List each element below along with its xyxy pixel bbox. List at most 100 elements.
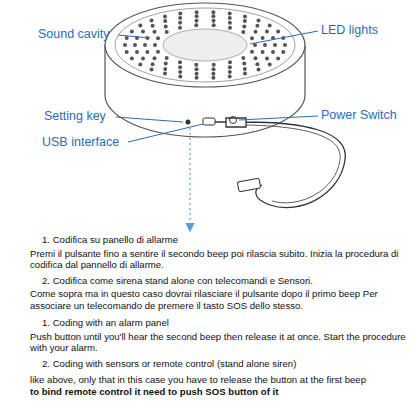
sound-hole	[265, 30, 269, 34]
sound-hole	[228, 21, 232, 25]
sound-hole	[271, 50, 275, 54]
sound-hole	[141, 57, 145, 61]
sound-hole	[163, 72, 167, 76]
sound-hole	[125, 36, 129, 40]
instruction-bold: to bind remote control it need to push S…	[30, 386, 414, 398]
sound-hole	[153, 30, 157, 34]
sound-hole	[195, 14, 199, 18]
sound-hole	[195, 72, 199, 76]
sound-holes	[123, 10, 287, 80]
sound-hole	[268, 62, 272, 66]
sound-hole	[123, 43, 127, 47]
section-heading: 2. Coding with sensors or remote control…	[42, 358, 414, 370]
sound-hole	[151, 24, 155, 28]
sound-hole	[135, 50, 139, 54]
sound-hole	[254, 30, 258, 34]
sound-hole	[153, 43, 157, 47]
sound-hole	[178, 21, 182, 25]
sound-hole	[125, 50, 129, 54]
sound-hole	[276, 56, 280, 60]
sound-hole	[138, 24, 142, 28]
sound-hole	[283, 43, 287, 47]
sound-hole	[153, 56, 157, 60]
callout-label: Power Switch	[321, 108, 397, 122]
sound-hole	[261, 36, 265, 40]
sound-hole	[268, 24, 272, 28]
sound-hole	[257, 19, 261, 23]
sound-hole	[255, 62, 259, 66]
sound-hole	[243, 14, 247, 18]
sound-hole	[178, 26, 182, 30]
sound-hole	[211, 14, 215, 18]
sound-hole	[243, 19, 247, 23]
sound-hole	[195, 76, 199, 80]
sound-hole	[228, 16, 232, 20]
sound-hole	[250, 36, 254, 40]
setting-key	[186, 120, 191, 125]
sound-hole	[242, 62, 246, 66]
sound-hole	[228, 74, 232, 78]
sound-hole	[228, 60, 232, 64]
sound-hole	[164, 25, 168, 29]
sound-hole	[242, 25, 246, 29]
sound-hole	[151, 62, 155, 66]
sound-hole	[156, 50, 160, 54]
sound-hole	[178, 70, 182, 74]
section-heading: 1. Coding with an alarm panel	[42, 317, 414, 329]
sound-hole	[281, 50, 285, 54]
sound-hole	[228, 12, 232, 16]
sound-hole	[250, 50, 254, 54]
sound-hole	[178, 16, 182, 20]
sound-hole	[276, 30, 280, 34]
sound-hole	[243, 72, 247, 76]
dotted-arrow	[189, 128, 190, 230]
sound-hole	[241, 30, 245, 34]
sound-hole	[163, 14, 167, 18]
sound-hole	[163, 67, 167, 71]
sound-hole	[165, 30, 169, 34]
sound-hole	[150, 19, 154, 23]
sound-hole	[130, 30, 134, 34]
usb-plug	[237, 178, 260, 192]
sound-hole	[261, 50, 265, 54]
instruction-text: Push button until you'll hear the second…	[30, 331, 414, 354]
usb-cable-inner	[246, 125, 340, 203]
sound-hole	[254, 56, 258, 60]
sound-hole	[163, 19, 167, 23]
sound-hole	[212, 19, 216, 23]
sound-hole	[228, 70, 232, 74]
sound-hole	[145, 50, 149, 54]
sound-hole	[150, 68, 154, 72]
callout-label: LED lights	[321, 23, 378, 37]
usb-port	[203, 118, 215, 125]
sound-hole	[165, 56, 169, 60]
sound-hole	[178, 65, 182, 69]
sound-hole	[156, 36, 160, 40]
sound-hole	[228, 65, 232, 69]
instruction-text: Come sopra ma in questo caso dovrai rila…	[30, 288, 414, 311]
led-disc	[163, 29, 247, 61]
callout-label: Setting key	[44, 109, 106, 123]
sound-hole	[133, 43, 137, 47]
sound-hole	[243, 67, 247, 71]
leader-lines	[116, 31, 318, 142]
sound-hole	[228, 26, 232, 30]
sound-hole	[178, 12, 182, 16]
sound-hole	[211, 76, 215, 80]
sound-hole	[164, 62, 168, 66]
sound-hole	[212, 67, 216, 71]
sound-hole	[138, 62, 142, 66]
sound-hole	[141, 30, 145, 34]
sound-hole	[212, 63, 216, 67]
sound-hole	[212, 23, 216, 27]
section-heading: 1. Codifica su panello di allarme	[42, 234, 414, 246]
callout-label: Sound cavity	[38, 27, 110, 41]
sound-hole	[265, 57, 269, 61]
inner-ring	[115, 8, 295, 82]
sound-hole	[143, 43, 147, 47]
sound-hole	[241, 56, 245, 60]
sound-hole	[211, 10, 215, 14]
sound-hole	[257, 68, 261, 72]
sound-hole	[130, 56, 134, 60]
